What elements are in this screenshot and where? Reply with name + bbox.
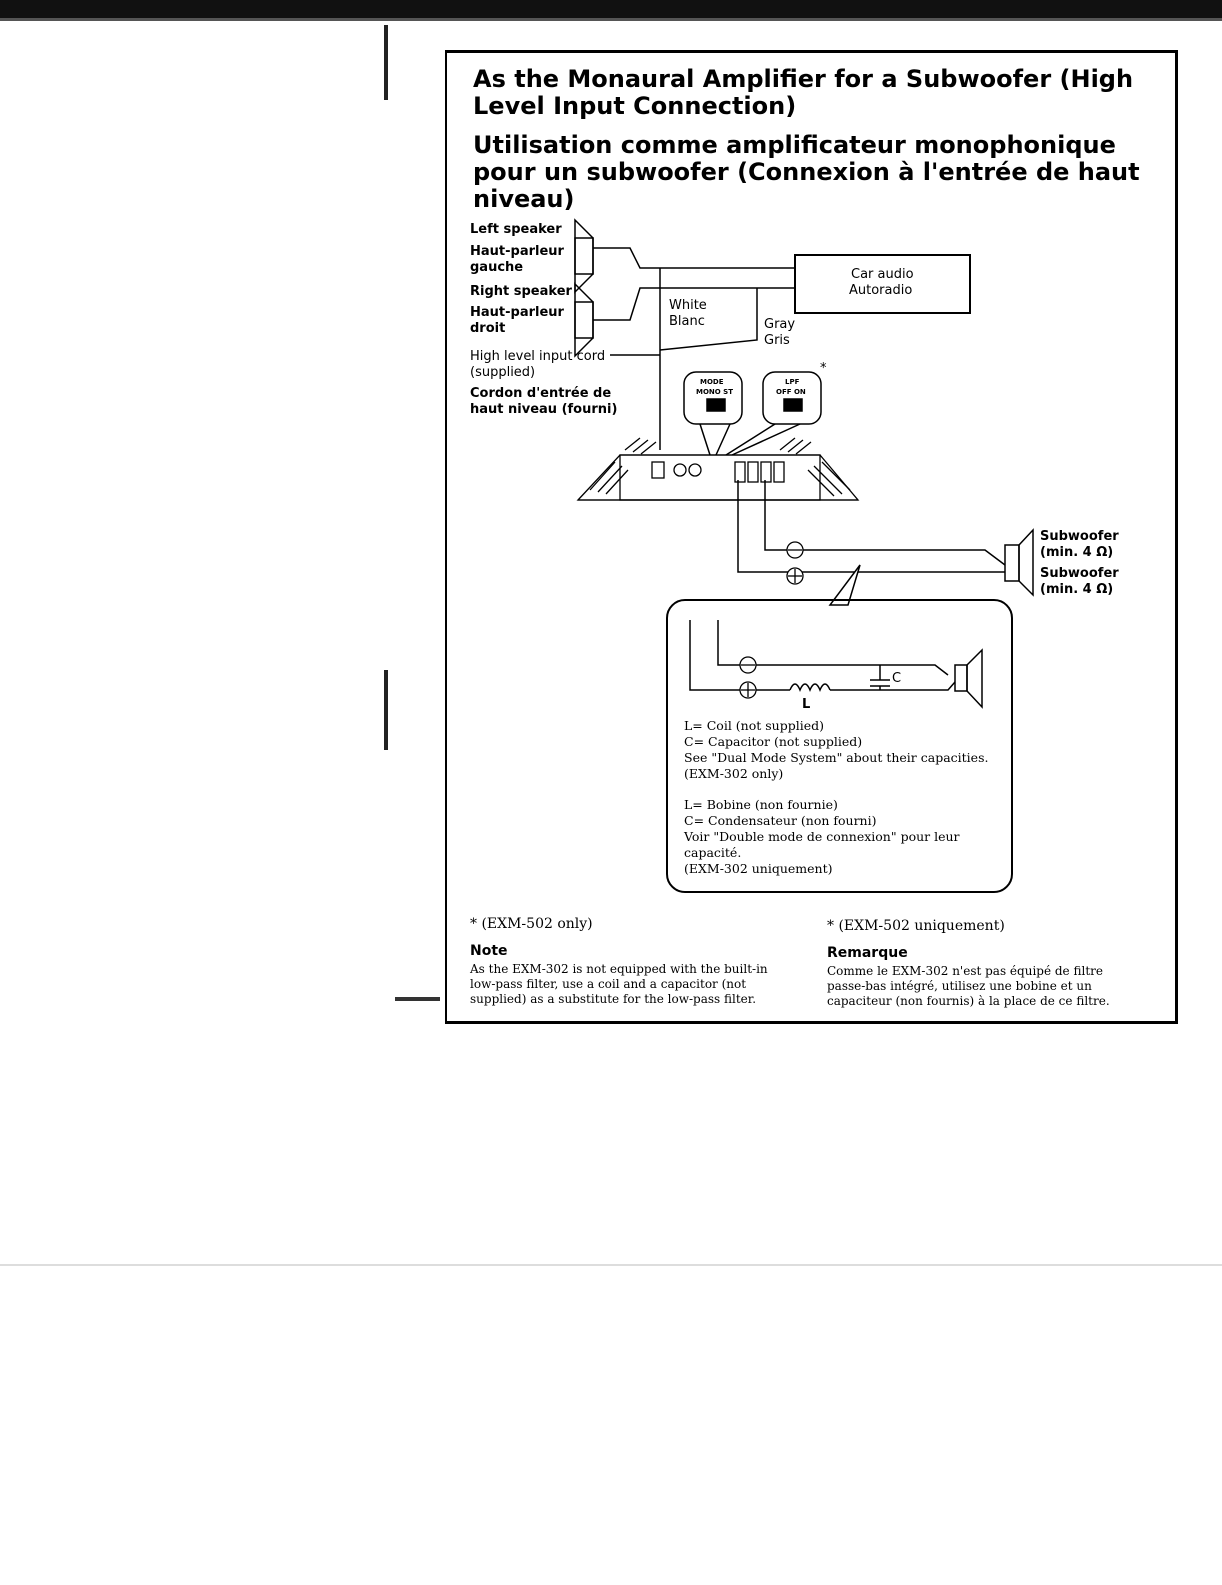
right-speaker-label-fr: Haut-parleur xyxy=(470,305,564,320)
asterisk-marker: * xyxy=(820,361,827,376)
subwoofer-label-fr: Subwoofer xyxy=(1040,566,1119,581)
detail-line: L= Coil (not supplied) xyxy=(684,718,824,733)
note-body-fr: Comme le EXM-302 n'est pas équipé de fil… xyxy=(827,964,1110,1008)
white-wire-label: White xyxy=(669,298,707,313)
content-frame xyxy=(445,50,1178,1024)
detail-line: C= Condensateur (non fourni) xyxy=(684,813,877,828)
detail-line: See "Dual Mode System" about their capac… xyxy=(684,750,989,765)
note-body: As the EXM-302 is not equipped with the … xyxy=(470,962,768,1006)
page-top-edge-shadow xyxy=(0,18,1222,21)
speaker-wires xyxy=(593,247,795,450)
right-speaker-label: Right speaker xyxy=(470,284,572,299)
title-english: As the Monaural Amplifier for a Subwoofe… xyxy=(473,65,1134,120)
detail-line: L= Bobine (non fournie) xyxy=(684,797,838,812)
left-speaker-label-fr: Haut-parleur xyxy=(470,244,564,259)
footnote-french: * (EXM-502 uniquement) xyxy=(827,918,1005,934)
cord-label-fr: Cordon d'entrée de xyxy=(470,386,612,401)
right-speaker-label-fr-2: droit xyxy=(470,321,506,336)
subwoofer-speaker-icon xyxy=(1004,528,1034,597)
car-audio-box xyxy=(794,254,971,314)
binding-mark xyxy=(384,670,388,750)
detail-line: Voir "Double mode de connexion" pour leu… xyxy=(684,829,960,844)
title-french: Utilisation comme amplificateur monophon… xyxy=(473,131,1140,213)
binding-mark xyxy=(384,25,388,100)
switch-callouts xyxy=(683,371,822,456)
left-speaker-label-fr-2: gauche xyxy=(470,260,524,275)
detail-line: capacité. xyxy=(684,845,742,860)
mode-switch-options: MONO ST xyxy=(696,388,733,396)
gray-wire-label: Gray xyxy=(764,317,796,332)
amplifier-icon xyxy=(576,437,860,501)
right-speaker-icon xyxy=(574,282,594,358)
footnote-english: * (EXM-502 only) xyxy=(470,916,593,932)
mode-switch-label: MODE xyxy=(700,378,724,386)
detail-line: (EXM-302 uniquement) xyxy=(684,861,833,876)
car-audio-label: Car audio xyxy=(851,267,914,282)
subwoofer-impedance-fr: (min. 4 Ω) xyxy=(1040,582,1114,597)
lpf-switch-label: LPF xyxy=(785,378,800,386)
note-heading-fr: Remarque xyxy=(827,945,908,961)
capacitor-symbol: C xyxy=(892,671,902,686)
left-speaker-label: Left speaker xyxy=(470,222,562,237)
cord-label: High level input cord xyxy=(470,349,606,364)
left-speaker-icon xyxy=(574,218,594,294)
detail-callout-pointer xyxy=(828,564,861,606)
white-wire-label-fr: Blanc xyxy=(669,314,705,329)
coil-symbol: L xyxy=(802,697,811,712)
detail-line: C= Capacitor (not supplied) xyxy=(684,734,863,749)
detail-line: (EXM-302 only) xyxy=(684,766,784,781)
cord-label-fr-2: haut niveau (fourni) xyxy=(470,402,618,417)
subwoofer-wires xyxy=(737,480,1006,573)
car-audio-label-fr: Autoradio xyxy=(849,283,913,298)
lpf-switch-options: OFF ON xyxy=(776,388,806,396)
subwoofer-impedance: (min. 4 Ω) xyxy=(1040,545,1114,560)
detail-box xyxy=(666,599,1013,893)
binding-mark xyxy=(395,997,440,1001)
note-heading: Note xyxy=(470,943,508,959)
subwoofer-label: Subwoofer xyxy=(1040,529,1119,544)
detail-circuit xyxy=(689,620,983,709)
gray-wire-label-fr: Gris xyxy=(764,333,790,348)
page-top-edge xyxy=(0,0,1222,18)
cord-label-2: (supplied) xyxy=(470,365,536,380)
